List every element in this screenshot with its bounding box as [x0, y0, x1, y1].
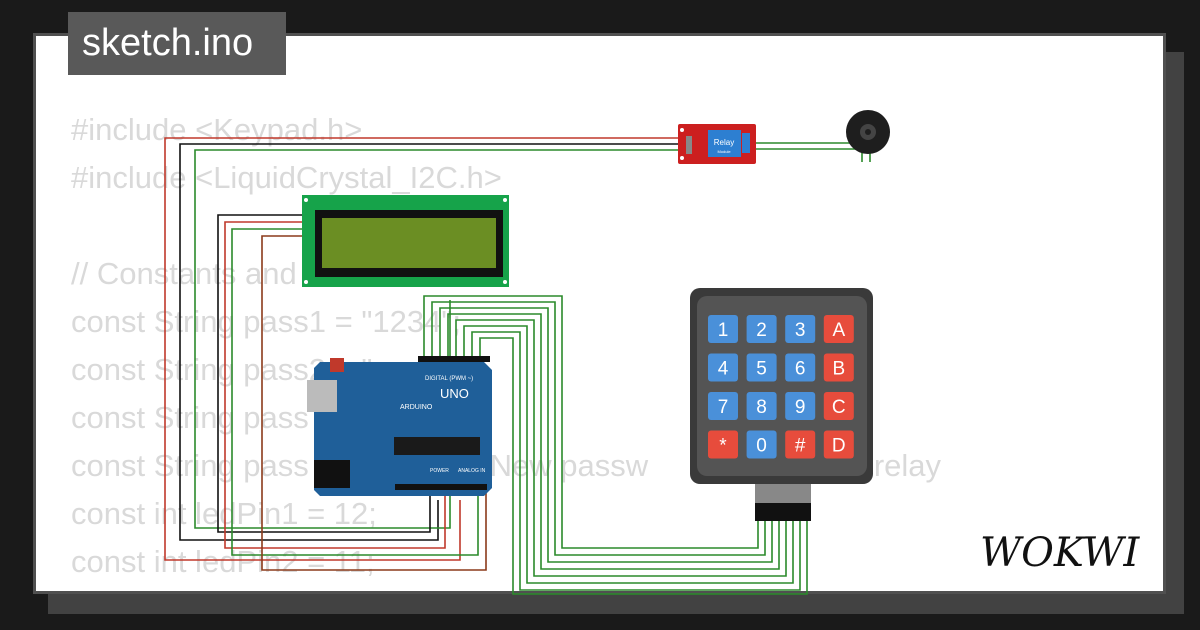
svg-text:5: 5 — [756, 359, 767, 380]
wire-relay-vcc — [164, 137, 678, 561]
file-tab[interactable]: sketch.ino — [68, 12, 286, 75]
svg-text:8: 8 — [756, 397, 767, 418]
svg-text:4: 4 — [718, 359, 729, 380]
svg-text:1: 1 — [718, 320, 729, 341]
digital-label: DIGITAL (PWM ~) — [425, 376, 473, 382]
keypad[interactable]: 1 2 3 A 4 5 6 B 7 8 9 C * 0 # D — [690, 288, 873, 521]
keypad-key[interactable]: 6 — [785, 353, 816, 382]
keypad-key[interactable]: B — [823, 353, 854, 382]
keypad-key[interactable]: 1 — [708, 315, 738, 343]
keypad-key[interactable]: D — [823, 430, 854, 459]
uno-label: UNO — [440, 386, 469, 401]
buzzer[interactable] — [846, 110, 890, 154]
code-line: // Constants and — [71, 256, 297, 291]
keypad-key[interactable]: 2 — [746, 315, 777, 343]
code-line: const String pass1 = "1234"; — [71, 304, 461, 339]
wire-lcd-scl — [261, 235, 487, 571]
keypad-key[interactable]: 7 — [708, 392, 738, 420]
keypad-key[interactable]: * — [708, 430, 738, 459]
wire-lcd-sda — [231, 228, 479, 556]
wire-lcd-gnd — [217, 214, 431, 533]
svg-text:A: A — [832, 320, 845, 341]
keypad-key[interactable]: 4 — [708, 353, 738, 382]
wire-buzzer-2 — [755, 148, 871, 162]
svg-text:#: # — [795, 436, 806, 457]
code-line: const int ledPin1 = 12; — [71, 496, 377, 531]
svg-text:3: 3 — [795, 320, 806, 341]
svg-text:6: 6 — [795, 359, 806, 380]
arduino-uno[interactable]: DIGITAL (PWM ~) UNO ARDUINO POWER ANALOG… — [307, 356, 492, 496]
svg-text:D: D — [832, 436, 846, 457]
arduino-brand: ARDUINO — [400, 404, 433, 411]
wire-lcd-vcc — [224, 221, 446, 549]
keypad-key[interactable]: 9 — [785, 392, 816, 420]
keypad-key[interactable]: A — [823, 315, 854, 343]
code-listing: #include <Keypad.h> #include <LiquidCryst… — [71, 106, 941, 591]
wire-relay-gnd — [179, 143, 678, 541]
lcd-display[interactable] — [302, 195, 509, 287]
svg-text:7: 7 — [718, 397, 729, 418]
keypad-key[interactable]: 5 — [746, 353, 777, 382]
wokwi-logo: WOKWI — [975, 520, 1153, 582]
relay-module[interactable]: Relay Module — [678, 124, 756, 164]
keypad-key[interactable]: 3 — [785, 315, 816, 343]
svg-text:WOKWI: WOKWI — [980, 530, 1140, 576]
power-label: POWER — [430, 468, 449, 474]
svg-text:B: B — [832, 359, 845, 380]
code-line: const int ledPin2 = 11; — [71, 544, 375, 579]
svg-text:C: C — [832, 397, 846, 418]
code-line: #include <LiquidCrystal_I2C.h> — [71, 160, 502, 195]
keypad-key[interactable]: C — [823, 392, 854, 420]
relay-sub: Module — [717, 149, 731, 154]
wires — [164, 137, 871, 595]
svg-text:0: 0 — [756, 436, 767, 457]
keypad-key[interactable]: 8 — [746, 392, 777, 420]
code-line: #include <Keypad.h> — [71, 112, 363, 147]
keypad-key[interactable]: # — [785, 430, 816, 459]
preview-card[interactable]: #include <Keypad.h> #include <LiquidCryst… — [33, 33, 1166, 594]
svg-text:2: 2 — [756, 320, 767, 341]
keypad-key[interactable]: 0 — [746, 430, 777, 459]
svg-text:9: 9 — [795, 397, 806, 418]
relay-label: Relay — [714, 138, 734, 147]
svg-text:*: * — [719, 436, 727, 457]
analog-label: ANALOG IN — [458, 468, 486, 474]
wire-buzzer-1 — [755, 142, 863, 162]
